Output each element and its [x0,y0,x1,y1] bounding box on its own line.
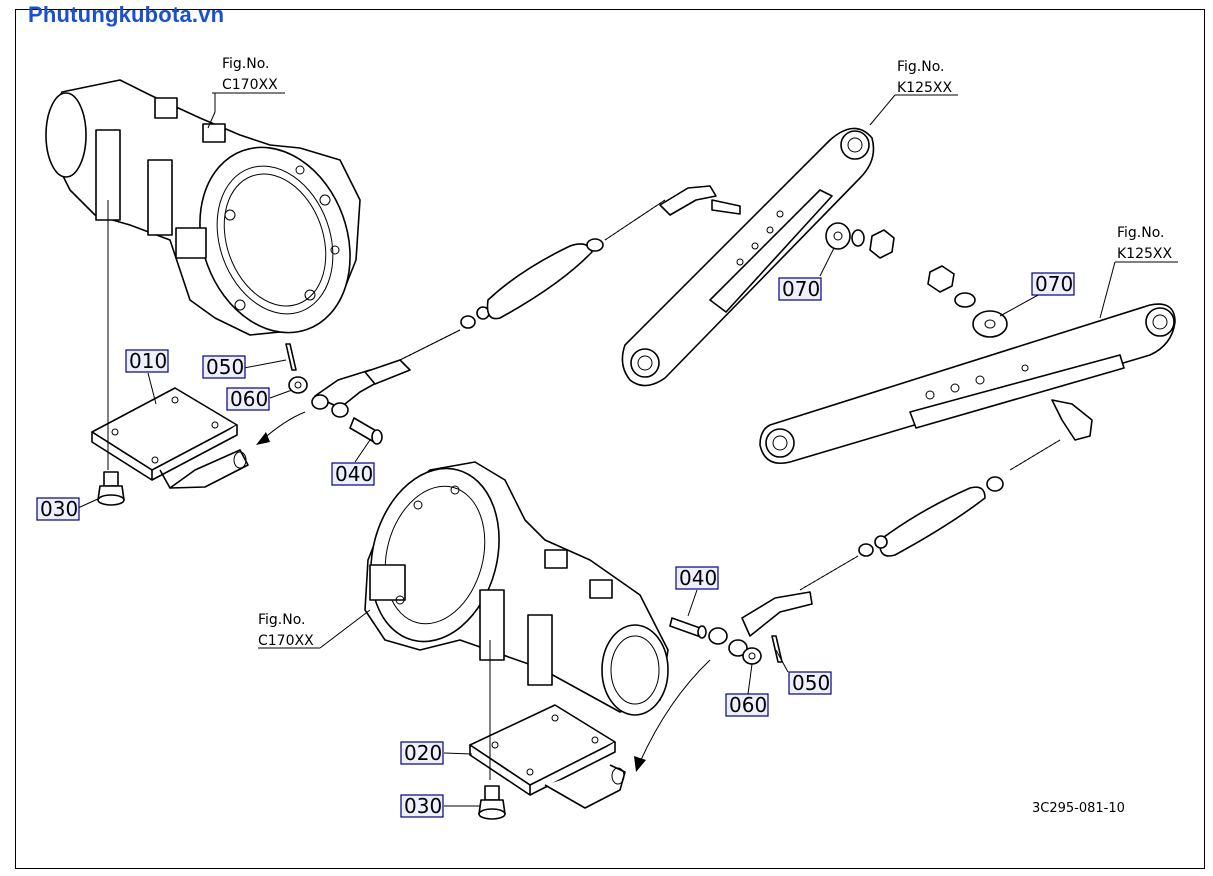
washer-070-right [927,265,1008,338]
fig-ref-k125-top-line1: Fig.No. [897,59,945,75]
label-050-top[interactable]: 050 [202,355,246,379]
label-020-text: 020 [404,741,442,765]
bolt-030-top [97,471,125,506]
label-040-top-text: 040 [335,462,373,486]
label-040-bottom-text: 040 [679,566,717,590]
lower-link-right [759,303,1176,464]
washer-070-left [825,222,895,259]
label-050-bottom[interactable]: 050 [788,671,832,695]
diagram-code: 3C295-081-10 [1032,801,1125,816]
fig-ref-c170-bottom-line1: Fig.No. [258,612,306,628]
washer-060-bottom [742,647,762,665]
mounting-plate-010 [91,387,249,489]
axle-housing-top [45,79,361,336]
label-060-bottom-text: 060 [729,693,767,717]
fig-ref-k125-right-line1: Fig.No. [1117,225,1165,241]
lift-rod-top [311,185,741,418]
label-010-text: 010 [129,349,167,373]
bolt-030-bottom [478,785,506,820]
lower-link-top [621,127,875,387]
label-050-bottom-text: 050 [792,671,830,695]
label-070-left-text: 070 [782,277,820,301]
label-070-right-text: 070 [1035,272,1073,296]
fig-ref-c170-top-line1: Fig.No. [222,56,270,72]
label-020[interactable]: 020 [400,741,444,765]
label-030-bottom[interactable]: 030 [400,794,444,818]
label-060-bottom[interactable]: 060 [725,693,769,717]
label-010[interactable]: 010 [125,349,169,373]
washer-060-top [288,376,308,394]
pin-040-bottom [669,617,707,639]
label-060-top[interactable]: 060 [226,387,270,411]
diagram-frame [15,9,1205,869]
label-050-top-text: 050 [206,355,244,379]
label-070-left[interactable]: 070 [778,277,822,301]
lift-rod-bottom [708,399,1093,657]
label-030-top[interactable]: 030 [36,497,80,521]
label-040-top[interactable]: 040 [331,462,375,486]
label-030-bottom-text: 030 [404,794,442,818]
pin-040-top [349,417,383,445]
fig-ref-c170-top-line2: C170XX [222,77,278,93]
cotter-050-top [285,343,297,371]
label-060-top-text: 060 [230,387,268,411]
site-watermark: Phutungkubota.vn [28,2,225,27]
label-040-bottom[interactable]: 040 [675,566,719,590]
label-070-right[interactable]: 070 [1031,272,1075,296]
fig-ref-k125-right-line2: K125XX [1117,246,1172,262]
label-030-top-text: 030 [40,497,78,521]
fig-ref-c170-bottom-line2: C170XX [258,633,314,649]
fig-ref-k125-top-line2: K125XX [897,80,952,96]
axle-housing-bottom [364,461,669,716]
mounting-plate-020 [469,704,626,809]
